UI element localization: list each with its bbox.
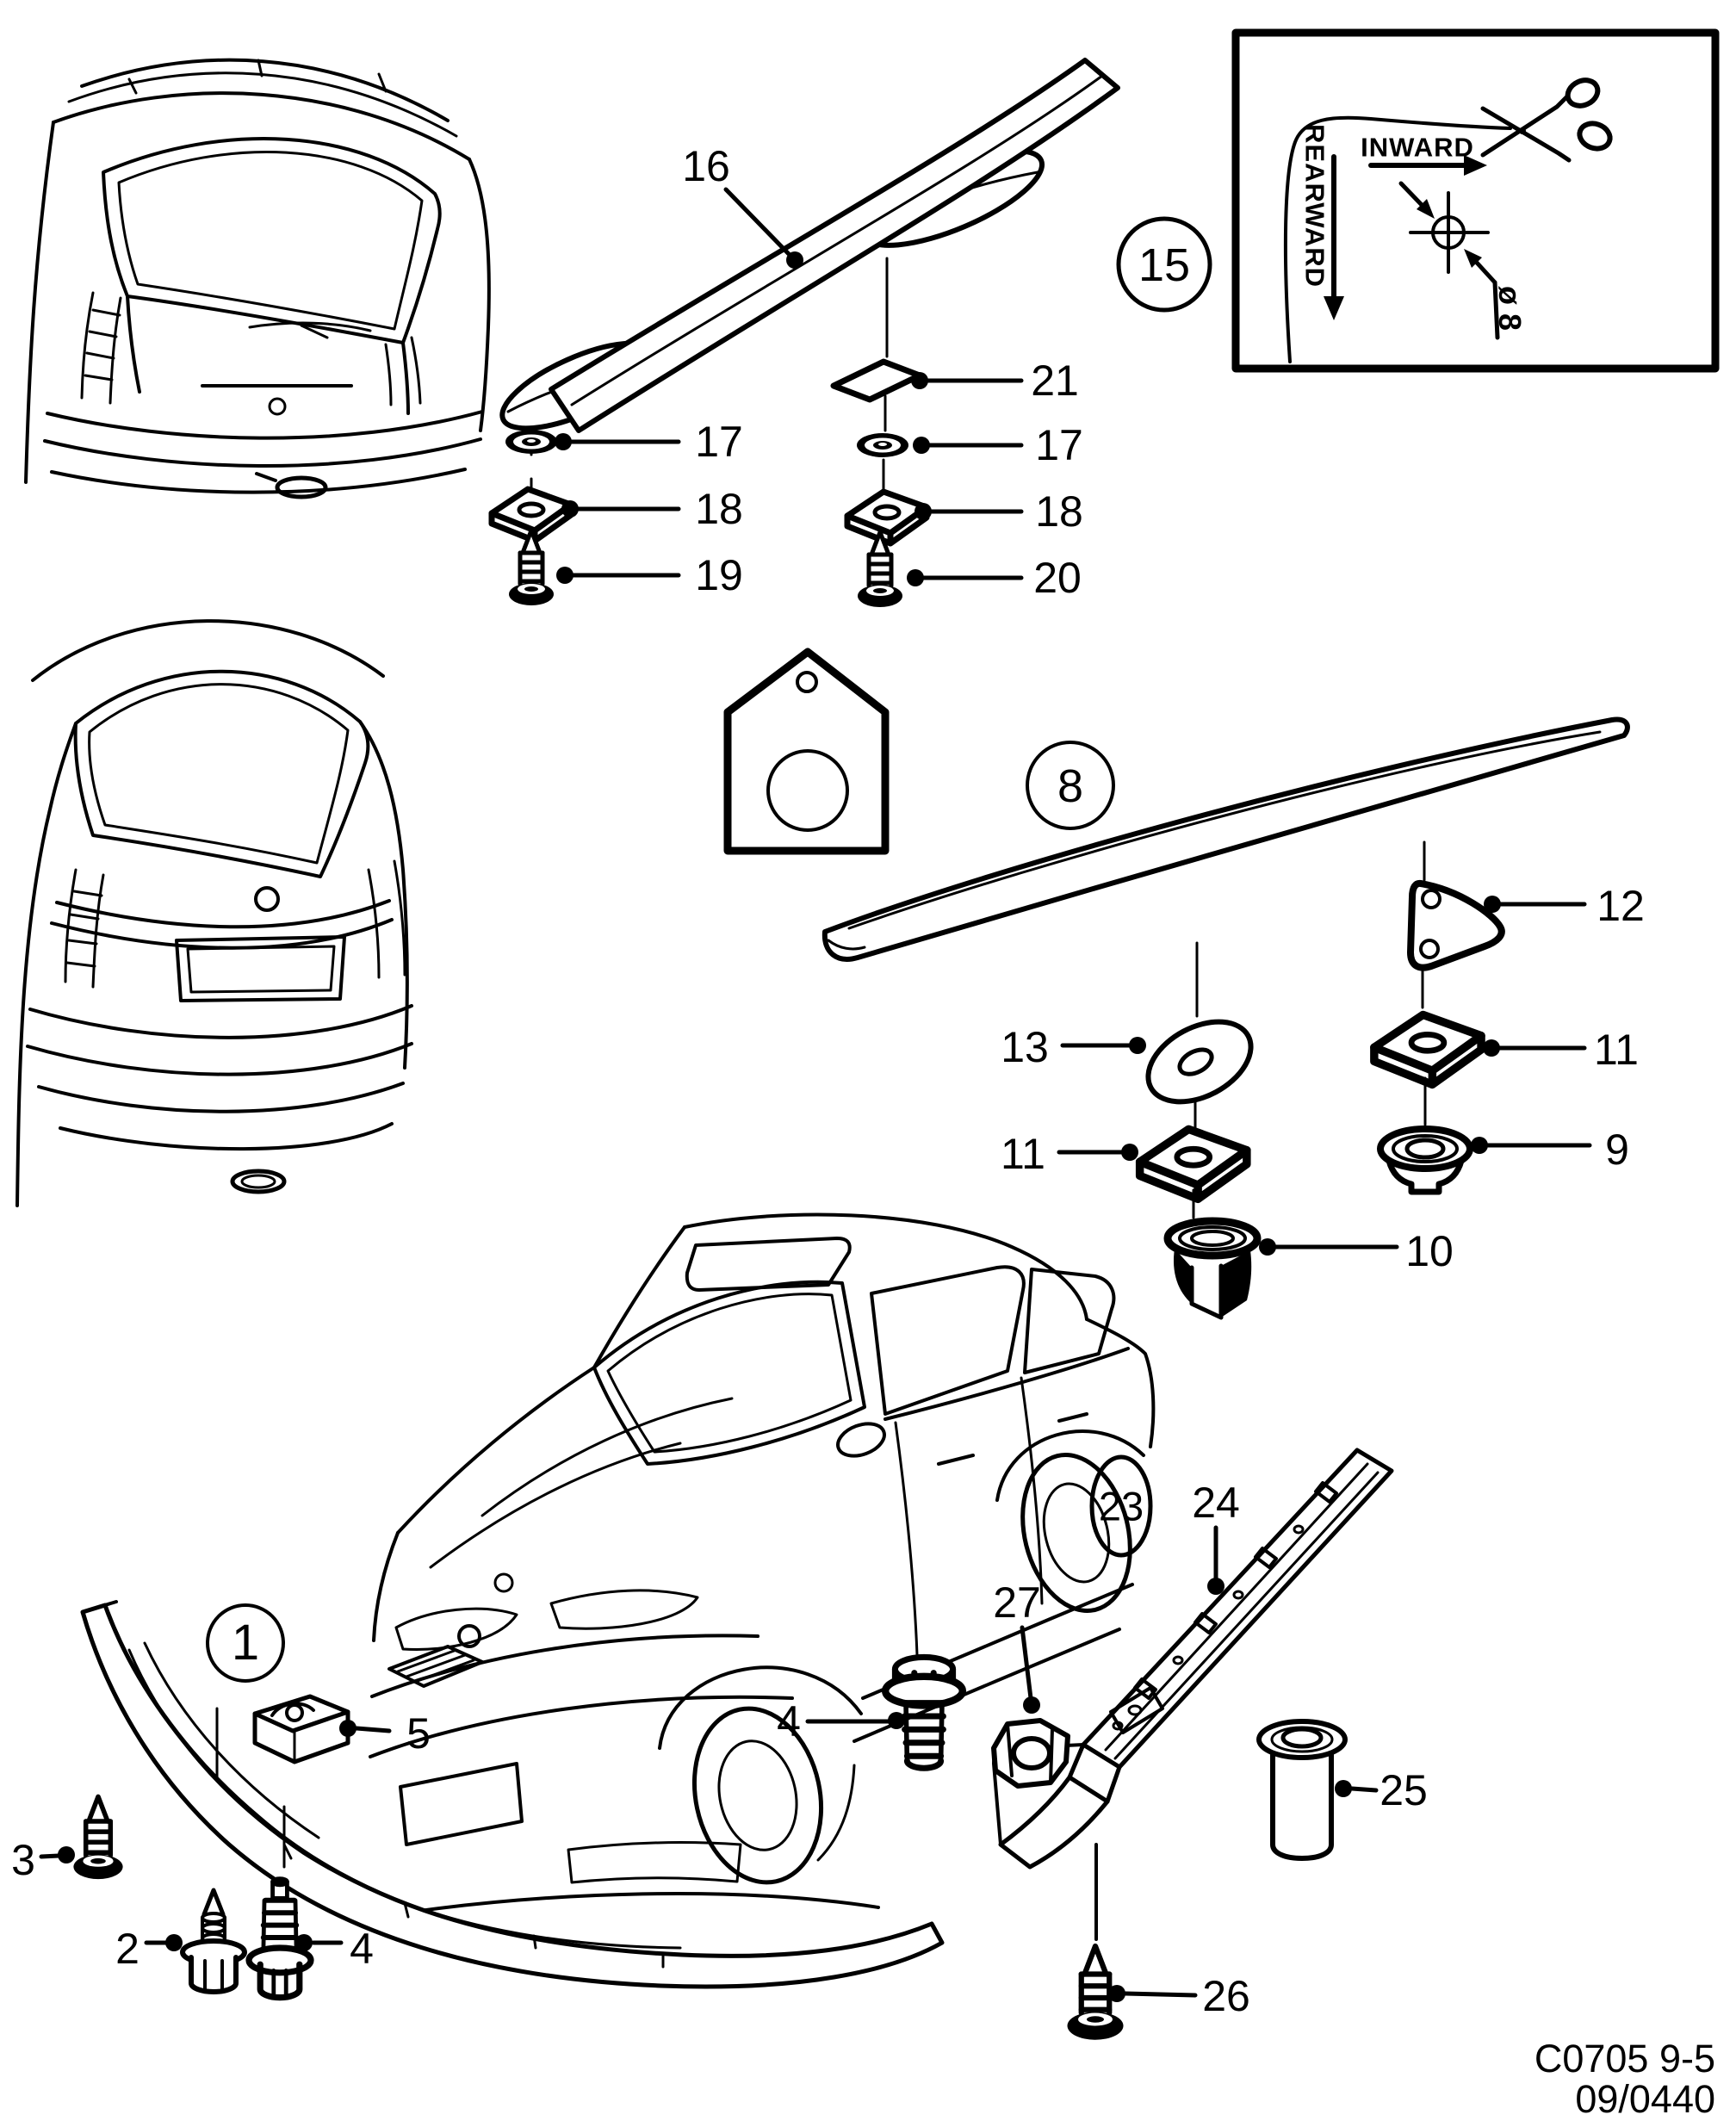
ref-circle-8 bbox=[1026, 741, 1115, 830]
roof-spoiler-part bbox=[499, 58, 1120, 433]
ref-circle-1 bbox=[206, 1603, 285, 1683]
callout-clip-2: 2 bbox=[115, 1925, 140, 1973]
callout-nut-27: 27 bbox=[993, 1578, 1041, 1627]
callout-screw-19: 19 bbox=[695, 551, 743, 599]
square-nut-18-right bbox=[847, 492, 927, 543]
drawing-revision: 09/0440 bbox=[1575, 2076, 1715, 2121]
triangle-pad-12 bbox=[1407, 879, 1505, 971]
inward-label: INWARD bbox=[1361, 132, 1474, 163]
drawing-code: C0705 9-5 bbox=[1534, 2037, 1715, 2080]
screw-3 bbox=[73, 1796, 122, 1879]
callout-pad-21: 21 bbox=[1031, 357, 1079, 405]
spoiler-corner-template-line bbox=[1283, 115, 1512, 363]
wagon-rear-illustration bbox=[24, 58, 491, 499]
callout-washer-17-right: 17 bbox=[1035, 421, 1083, 469]
hole-diameter-label: ø 8 bbox=[1492, 285, 1528, 332]
hole-position-crosshair bbox=[1398, 181, 1500, 340]
trunk-spoiler-part bbox=[822, 716, 1630, 962]
footer-drawing-info: C0705 9-5 09/0440 bbox=[1534, 2037, 1715, 2121]
callout-nut-18-left: 18 bbox=[695, 485, 743, 533]
car-front-three-quarter-illustration bbox=[369, 1212, 1156, 1918]
callout-roof-spoiler: 16 bbox=[682, 142, 730, 190]
washer-17-right bbox=[856, 432, 909, 458]
assembly-axis-lines-mid bbox=[1192, 840, 1427, 1219]
callout-screw-4-sill: 4 bbox=[777, 1697, 801, 1746]
ref-circle-23 bbox=[1089, 1454, 1153, 1558]
callout-screw-4-front: 4 bbox=[350, 1925, 374, 1973]
washer-17-left bbox=[505, 429, 558, 455]
callout-ref-1: 1 bbox=[231, 1615, 260, 1671]
callout-ref-23: 23 bbox=[1098, 1483, 1144, 1529]
callout-sill-24: 24 bbox=[1192, 1479, 1240, 1527]
callout-washer-17-left: 17 bbox=[695, 418, 743, 466]
square-nut-11-right bbox=[1374, 1014, 1481, 1084]
push-clip-10 bbox=[1168, 1221, 1257, 1318]
callout-pad-13: 13 bbox=[1001, 1023, 1049, 1071]
spacer-sleeve-25 bbox=[1256, 1719, 1348, 1861]
callout-screw-20: 20 bbox=[1033, 554, 1082, 602]
rearward-label: REARWARD bbox=[1299, 124, 1330, 288]
screw-20 bbox=[858, 532, 902, 607]
callout-ref-8: 8 bbox=[1057, 760, 1084, 812]
callout-nut-11-left: 11 bbox=[1001, 1130, 1045, 1178]
callout-grommet-9: 9 bbox=[1605, 1126, 1629, 1174]
callout-nut-11-right: 11 bbox=[1594, 1026, 1639, 1074]
rivet-clip-2 bbox=[183, 1890, 245, 1992]
grommet-9 bbox=[1380, 1129, 1470, 1192]
square-pad-21 bbox=[830, 358, 923, 403]
oval-pad-13 bbox=[1145, 1019, 1254, 1105]
sedan-rear-illustration bbox=[16, 619, 413, 1207]
side-sill-panel-part bbox=[992, 1448, 1394, 1870]
spring-clip-5 bbox=[252, 1694, 350, 1764]
scissors-icon bbox=[1480, 78, 1613, 163]
front-spoiler-lip-part bbox=[80, 1600, 945, 1989]
ref-circle-15 bbox=[1116, 216, 1212, 313]
callout-screw-3: 3 bbox=[11, 1836, 35, 1884]
screw-19 bbox=[509, 530, 554, 605]
square-nut-11-left bbox=[1140, 1129, 1247, 1199]
template-inset-box bbox=[1231, 28, 1720, 373]
callout-pad-12: 12 bbox=[1596, 882, 1645, 930]
template-tag bbox=[723, 648, 890, 855]
callout-clip-10: 10 bbox=[1405, 1227, 1454, 1275]
callout-sleeve-25: 25 bbox=[1380, 1766, 1428, 1814]
hex-nut-27 bbox=[991, 1718, 1070, 1789]
callout-ref-15: 15 bbox=[1138, 239, 1191, 291]
callout-screw-26: 26 bbox=[1202, 1972, 1250, 2020]
leader-lines bbox=[39, 187, 1592, 2002]
callout-nut-18-right: 18 bbox=[1035, 487, 1083, 536]
callout-clip-5: 5 bbox=[406, 1709, 431, 1758]
